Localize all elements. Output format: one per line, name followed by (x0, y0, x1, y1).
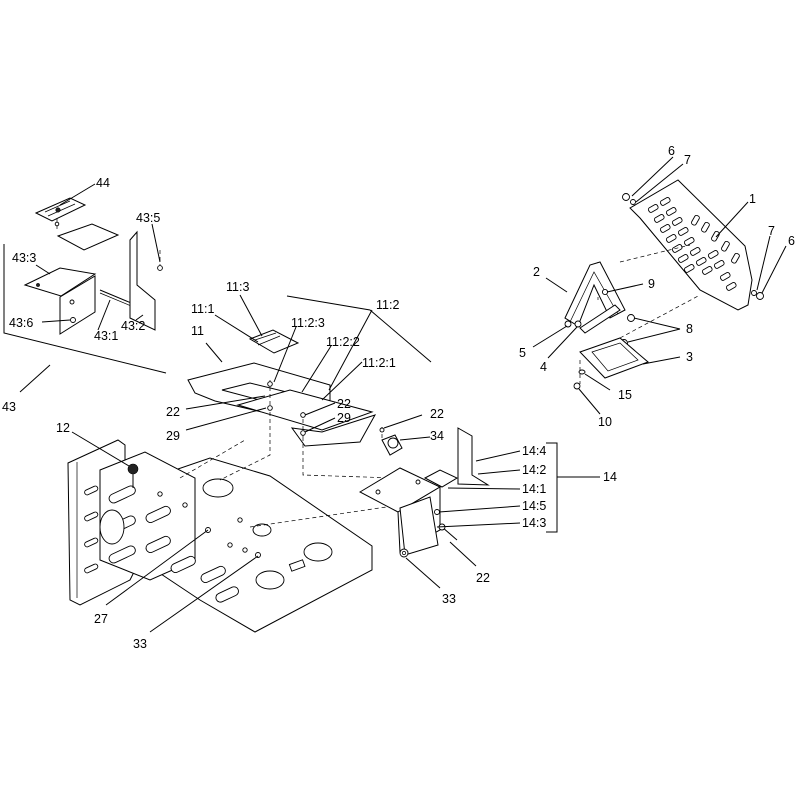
callout-11-3: 11:3 (226, 280, 249, 294)
callout-7-a: 7 (684, 153, 691, 167)
grille-slots (647, 197, 740, 291)
callout-11: 11 (191, 324, 204, 338)
part-43-2-panel-icon (129, 230, 156, 331)
callout-14-1: 14:1 (522, 482, 546, 496)
callout-11-2-1: 11:2:1 (362, 356, 396, 370)
part-12-knob-icon (127, 463, 139, 475)
callout-15: 15 (618, 388, 632, 402)
callout-3: 3 (686, 350, 693, 364)
callout-22-b: 22 (337, 397, 351, 411)
callout-29-a: 29 (166, 429, 180, 443)
callout-2: 2 (533, 265, 540, 279)
callout-29-b: 29 (337, 411, 351, 425)
callout-43-2: 43:2 (121, 319, 145, 333)
callout-11-2: 11:2 (376, 298, 399, 312)
main-frame-assembly (67, 412, 401, 633)
callout-4: 4 (540, 360, 547, 374)
callout-9: 9 (648, 277, 655, 291)
group-14-assembly (358, 414, 600, 589)
callout-14-4: 14:4 (522, 444, 546, 458)
group-11-assembly (185, 294, 432, 447)
callout-11-2-2: 11:2:2 (326, 335, 360, 349)
callout-10: 10 (598, 415, 612, 429)
callout-14-5: 14:5 (522, 499, 546, 513)
callout-11-2-3: 11:2:3 (291, 316, 325, 330)
callout-14-3: 14:3 (522, 516, 546, 530)
callout-6-b: 6 (788, 234, 795, 248)
callout-14: 14 (603, 470, 617, 484)
part-43-6-bracket-icon (59, 275, 96, 335)
callout-44: 44 (96, 176, 110, 190)
callout-7-b: 7 (768, 224, 775, 238)
part-14-4-plate-icon (457, 427, 490, 486)
callout-34: 34 (430, 429, 444, 443)
callout-12: 12 (56, 421, 70, 435)
callout-labels: 44 43:5 43:3 43:6 43:1 43:2 43 11:3 11:2… (2, 144, 795, 651)
callout-22-d: 22 (476, 571, 490, 585)
part-3-frame-icon (579, 337, 649, 379)
callout-8: 8 (686, 322, 693, 336)
group-43-assembly (3, 183, 167, 393)
guard-assembly (532, 156, 787, 415)
callout-43-1: 43:1 (94, 329, 118, 343)
callout-22-a: 22 (166, 405, 180, 419)
callout-43-6: 43:6 (9, 316, 33, 330)
callout-1: 1 (749, 192, 756, 206)
callout-33-b: 33 (133, 637, 147, 651)
callout-5: 5 (519, 346, 526, 360)
callout-11-1: 11:1 (191, 302, 214, 316)
callout-27: 27 (94, 612, 108, 626)
part-11-2-panel-icon (236, 389, 374, 431)
part-43-4-plate-icon (56, 223, 120, 251)
part-44-plate-icon (34, 197, 87, 222)
callout-14-2: 14:2 (522, 463, 546, 477)
callout-6-a: 6 (668, 144, 675, 158)
callout-22-c: 22 (430, 407, 444, 421)
callout-43-3: 43:3 (12, 251, 36, 265)
callout-43-5: 43:5 (136, 211, 160, 225)
callout-43: 43 (2, 400, 16, 414)
callout-33-a: 33 (442, 592, 456, 606)
part-2-arm-icon (564, 261, 626, 327)
part-43-3-plate-icon (23, 267, 97, 297)
